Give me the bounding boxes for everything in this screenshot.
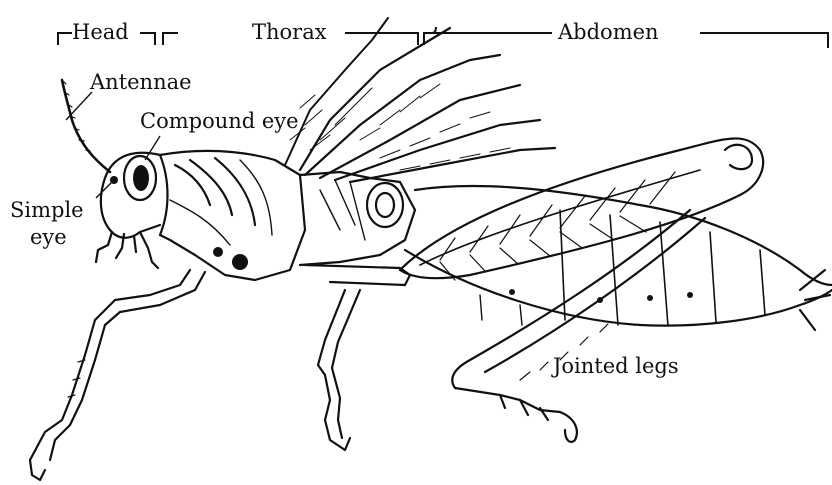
antennae-label: Antennae xyxy=(89,70,192,94)
compound-eye-label: Compound eye xyxy=(140,109,299,133)
head-label: Head xyxy=(72,20,129,44)
abdomen-label: Abdomen xyxy=(557,20,659,44)
abdomen xyxy=(405,186,832,330)
jointed-legs-label: Jointed legs xyxy=(551,354,679,378)
simple-eye-label-line1: Simple xyxy=(10,198,84,222)
compound-eye-leader xyxy=(145,136,160,160)
front-leg xyxy=(30,270,205,480)
region-brackets xyxy=(58,27,828,48)
hind-femur xyxy=(400,138,763,280)
thorax-label: Thorax xyxy=(252,20,327,44)
middle-leg xyxy=(305,265,410,450)
thorax xyxy=(160,151,415,280)
simple-eye-label-line2: eye xyxy=(30,225,67,249)
